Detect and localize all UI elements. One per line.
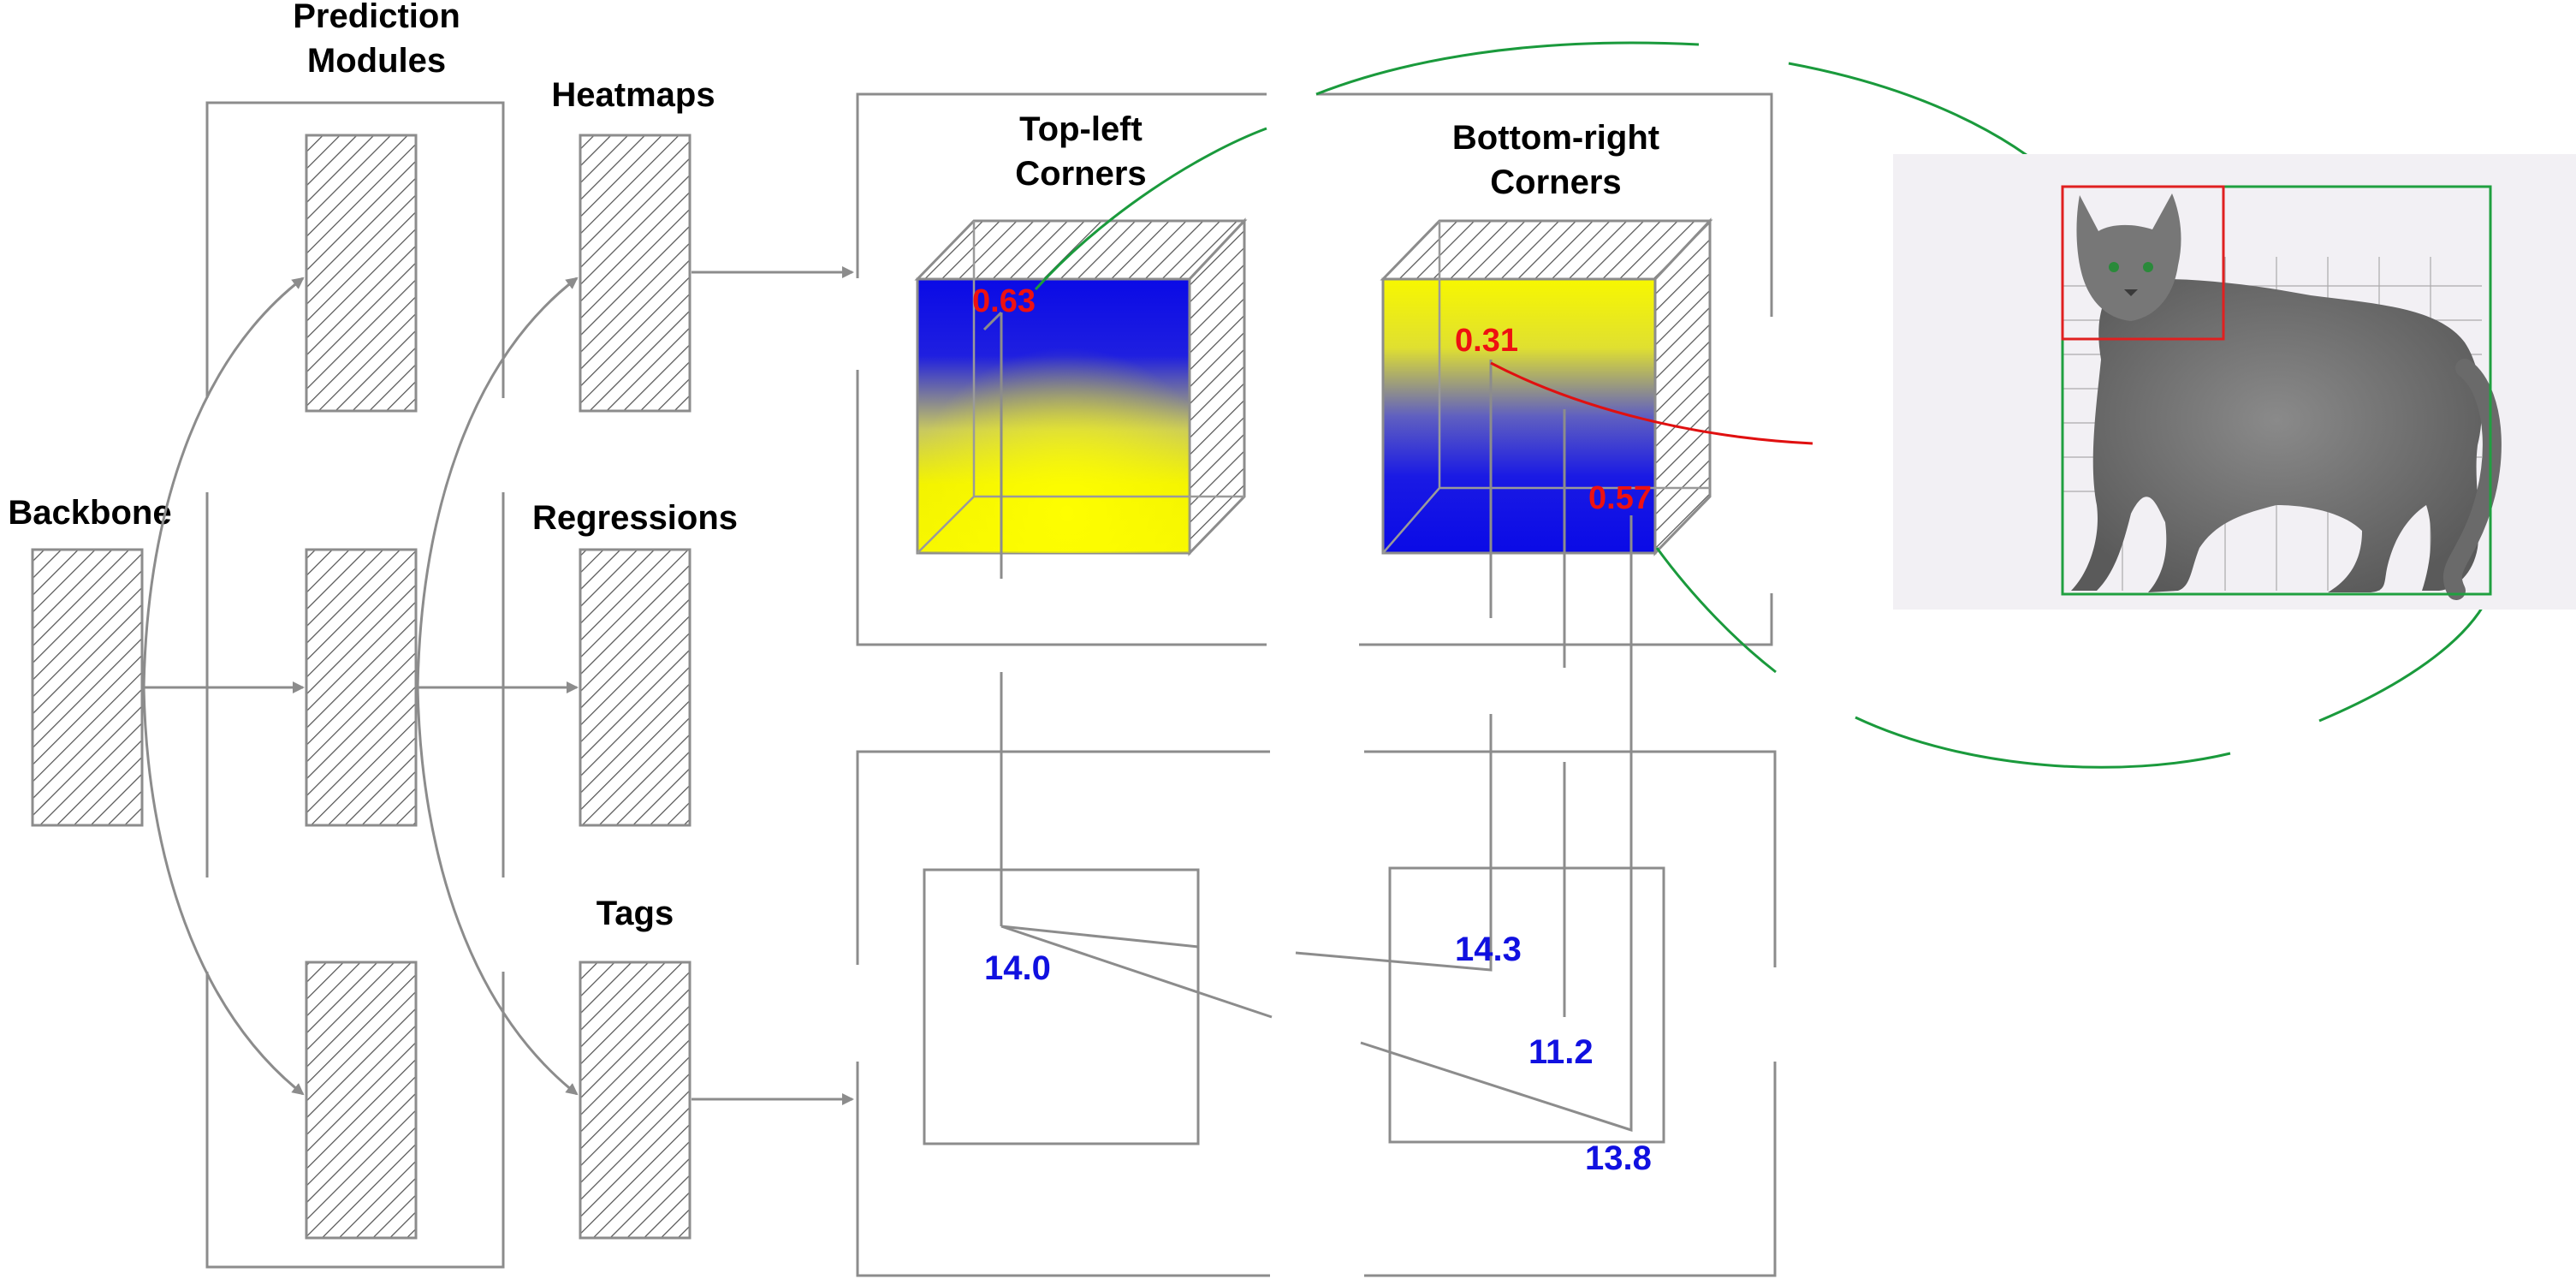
bottomright-score-a: 0.31 [1455,323,1518,359]
bottomright-cube-top-face [1380,219,1713,281]
prediction-module-frame-top [205,101,505,398]
arrow-module-to-heatmaps [416,277,579,688]
bottomright-embedding-square [1388,866,1665,1144]
arrow-backbone-to-module-bottom [142,687,305,1096]
bottomright-heatmap-cube: 0.31 0.57 [1380,217,1713,773]
tag-bottomright-b: 11.2 [1528,1033,1594,1071]
label-regressions: Regressions [532,499,738,537]
bottomright-cube-side-face [1653,217,1712,556]
pair-line-upper [1000,880,1493,972]
label-backbone: Backbone [8,494,171,532]
tag-topleft: 14.0 [984,949,1051,987]
arrow-module-to-tags [416,687,579,1096]
prediction-module-bottom [305,961,418,1240]
cat-image [1893,154,2576,610]
regressions-block [579,548,691,827]
label-bottomright-line2: Corners [1490,164,1621,201]
cat-bbox-green [2061,185,2492,596]
cat-bbox-red [2061,185,2225,341]
bottomright-score-b: 0.57 [1588,480,1652,516]
tag-bottomright-c: 13.8 [1585,1139,1652,1177]
prediction-module-mid [305,548,418,827]
topleft-cube-top-face [914,219,1248,281]
heatmap-frame [856,92,1773,646]
topleft-score: 0.63 [972,283,1036,319]
prediction-module-frame-bottom [205,972,505,1269]
pair-line-lower [1000,868,1633,1133]
heatmaps-block [579,134,691,413]
red-arc-topleft [1490,361,1813,445]
green-arc-outer-bottom [1855,716,2231,769]
prediction-module-top [305,134,418,413]
cat-head [2076,193,2181,321]
label-bottomright-line1: Bottom-right [1452,119,1659,157]
label-tags: Tags [597,895,674,932]
label-prediction-line1: Prediction [293,0,460,35]
bottomright-heatmap-face [1381,277,1657,555]
cat-body [2071,278,2482,592]
cat-tail [2442,359,2502,600]
label-topleft-line1: Top-left [1019,110,1143,148]
backbone-block [31,548,144,827]
green-arc-outer-top [1315,41,1700,96]
label-heatmaps: Heatmaps [551,76,715,114]
embedding-frame [856,750,1777,1277]
tag-bottomright-a: 14.3 [1455,931,1522,968]
topleft-embedding-square [923,868,1200,1145]
green-arc-topleft [1034,127,1267,291]
topleft-cube-side-face [1188,217,1246,556]
green-arc-bottomright [1655,547,1777,674]
green-arc-outer-bottom-right [2318,598,2489,723]
arrow-backbone-to-module-top [142,277,305,688]
label-topleft-line2: Corners [1015,155,1146,193]
topleft-heatmap-cube: 0.63 [914,217,1248,579]
tags-block [579,961,691,1240]
label-prediction-line2: Modules [307,42,446,80]
